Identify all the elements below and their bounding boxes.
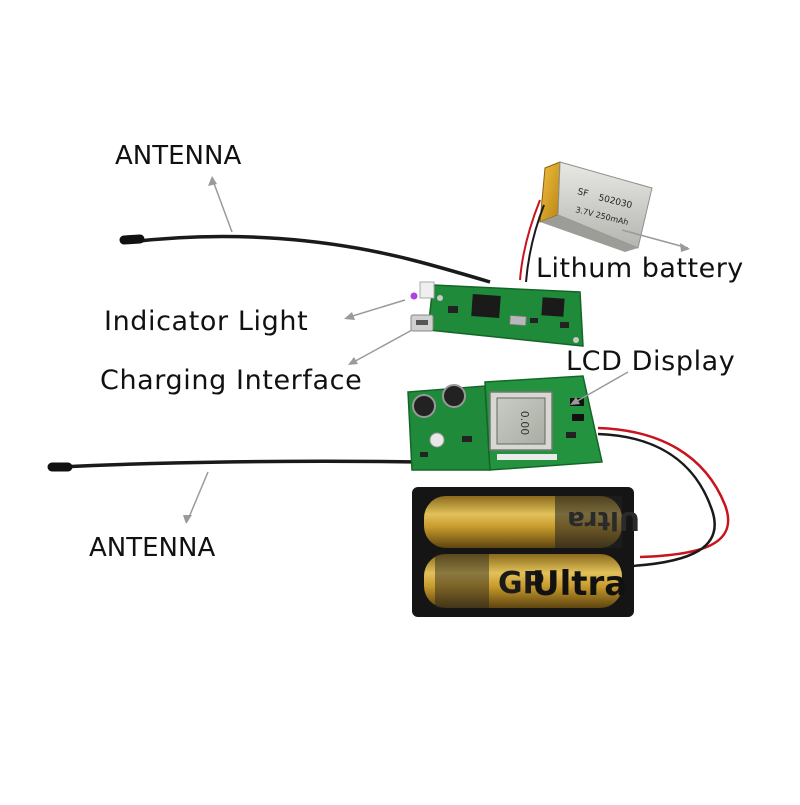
aa-series-text: Ultra bbox=[532, 564, 627, 604]
label-lcd-display: LCD Display bbox=[566, 346, 736, 377]
antenna-wire-bottom bbox=[59, 459, 421, 469]
lcd-readout: 0.00 bbox=[518, 411, 531, 436]
label-antenna-top: ANTENNA bbox=[115, 141, 242, 171]
callout-lithium bbox=[621, 229, 689, 249]
antenna-wire-top bbox=[129, 234, 491, 284]
callout-lcd bbox=[571, 371, 629, 405]
lcd-screen bbox=[496, 397, 546, 445]
lithium-battery: SF 502030 3.7V 250mAh bbox=[519, 161, 653, 283]
label-antenna-bottom: ANTENNA bbox=[89, 533, 216, 563]
callout-indicator bbox=[345, 299, 406, 319]
antenna-tip-top bbox=[119, 234, 145, 245]
callouts bbox=[183, 176, 690, 524]
receiver-board: 0.00 bbox=[407, 375, 730, 568]
label-indicator-light: Indicator Light bbox=[104, 306, 309, 337]
label-lithium-battery: Lithum battery bbox=[536, 253, 744, 284]
callout-antenna-top bbox=[211, 177, 233, 233]
aa-brand-text: GP bbox=[498, 566, 545, 601]
callout-charging bbox=[349, 329, 413, 365]
indicator-led bbox=[410, 292, 418, 300]
callout-antenna-bottom bbox=[186, 471, 209, 523]
aa-series-text-flipped: Ultra bbox=[567, 505, 640, 535]
label-charging-interface: Charging Interface bbox=[100, 365, 363, 396]
transmitter-board bbox=[410, 281, 584, 347]
lipo-brand-text: SF bbox=[576, 187, 589, 199]
aa-battery-pack: GP Ultra Ultra bbox=[412, 487, 640, 617]
